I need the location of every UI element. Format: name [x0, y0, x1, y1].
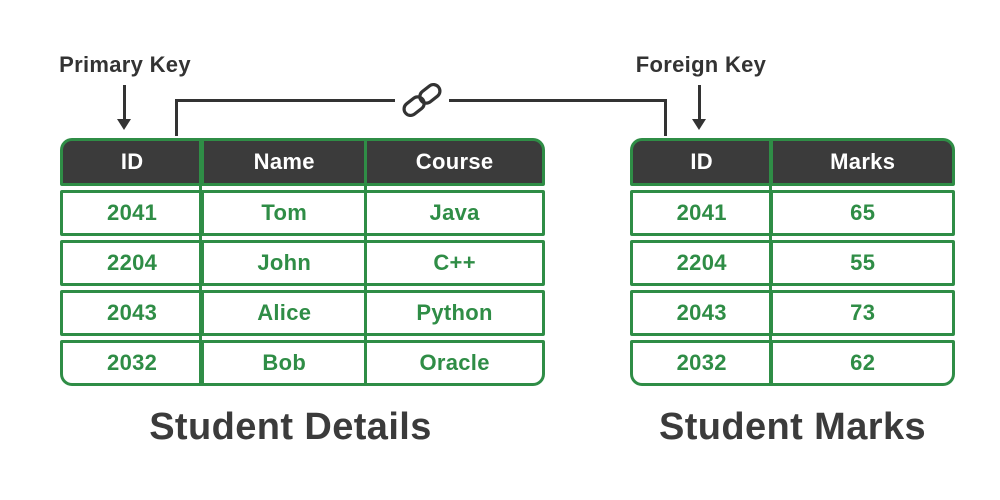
table-row: 2043 Alice Python — [60, 290, 545, 336]
table-row: 2032 62 — [630, 340, 955, 386]
table-cell: John — [201, 243, 364, 283]
column-header: ID — [120, 149, 144, 174]
table-row: 2043 73 — [630, 290, 955, 336]
column-divider — [198, 140, 202, 384]
connector-left-segment — [175, 99, 178, 136]
table-row: 2041 65 — [630, 190, 955, 236]
column-divider — [768, 140, 772, 384]
table-cell: 65 — [770, 193, 952, 233]
primary-key-arrow-icon — [117, 85, 131, 130]
table-cell: Bob — [201, 343, 364, 383]
table-cell: 2032 — [676, 350, 727, 375]
table-row: 2032 Bob Oracle — [60, 340, 545, 386]
table-cell: 2041 — [107, 200, 158, 225]
foreign-key-label: Foreign Key — [635, 52, 767, 77]
student-marks-table: ID Marks 2041 65 2204 55 2043 73 2032 62 — [630, 138, 955, 386]
primary-key-label: Primary Key — [59, 52, 191, 77]
table-row: 2204 55 — [630, 240, 955, 286]
student-details-title: Student Details — [149, 406, 432, 448]
table-header-row: ID Name Course — [60, 138, 545, 186]
table-cell: Tom — [201, 193, 364, 233]
column-header: Name — [201, 141, 364, 183]
table-cell: 55 — [770, 243, 952, 283]
table-header-row: ID Marks — [630, 138, 955, 186]
column-header: ID — [690, 149, 713, 174]
student-marks-title: Student Marks — [658, 406, 927, 448]
table-cell: Python — [364, 293, 542, 333]
table-cell: 2043 — [107, 300, 158, 325]
table-cell: 2204 — [107, 250, 158, 275]
table-cell: Oracle — [364, 343, 542, 383]
column-divider — [363, 140, 367, 384]
table-cell: Alice — [201, 293, 364, 333]
student-details-table: ID Name Course 2041 Tom Java 2204 John C… — [60, 138, 545, 386]
table-cell: 2032 — [107, 350, 158, 375]
table-cell: 62 — [770, 343, 952, 383]
table-cell: 73 — [770, 293, 952, 333]
table-cell: 2041 — [676, 200, 727, 225]
table-cell: Java — [364, 193, 542, 233]
table-row: 2204 John C++ — [60, 240, 545, 286]
connector-right-segment — [664, 99, 667, 136]
table-cell: 2043 — [676, 300, 727, 325]
column-header: Marks — [770, 141, 952, 183]
table-cell: C++ — [364, 243, 542, 283]
connector-line-right — [449, 99, 667, 102]
table-cell: 2204 — [676, 250, 727, 275]
foreign-key-arrow-icon — [692, 85, 706, 130]
connector-line-left — [175, 99, 395, 102]
column-header: Course — [364, 141, 542, 183]
table-row: 2041 Tom Java — [60, 190, 545, 236]
chain-link-icon — [402, 82, 442, 118]
